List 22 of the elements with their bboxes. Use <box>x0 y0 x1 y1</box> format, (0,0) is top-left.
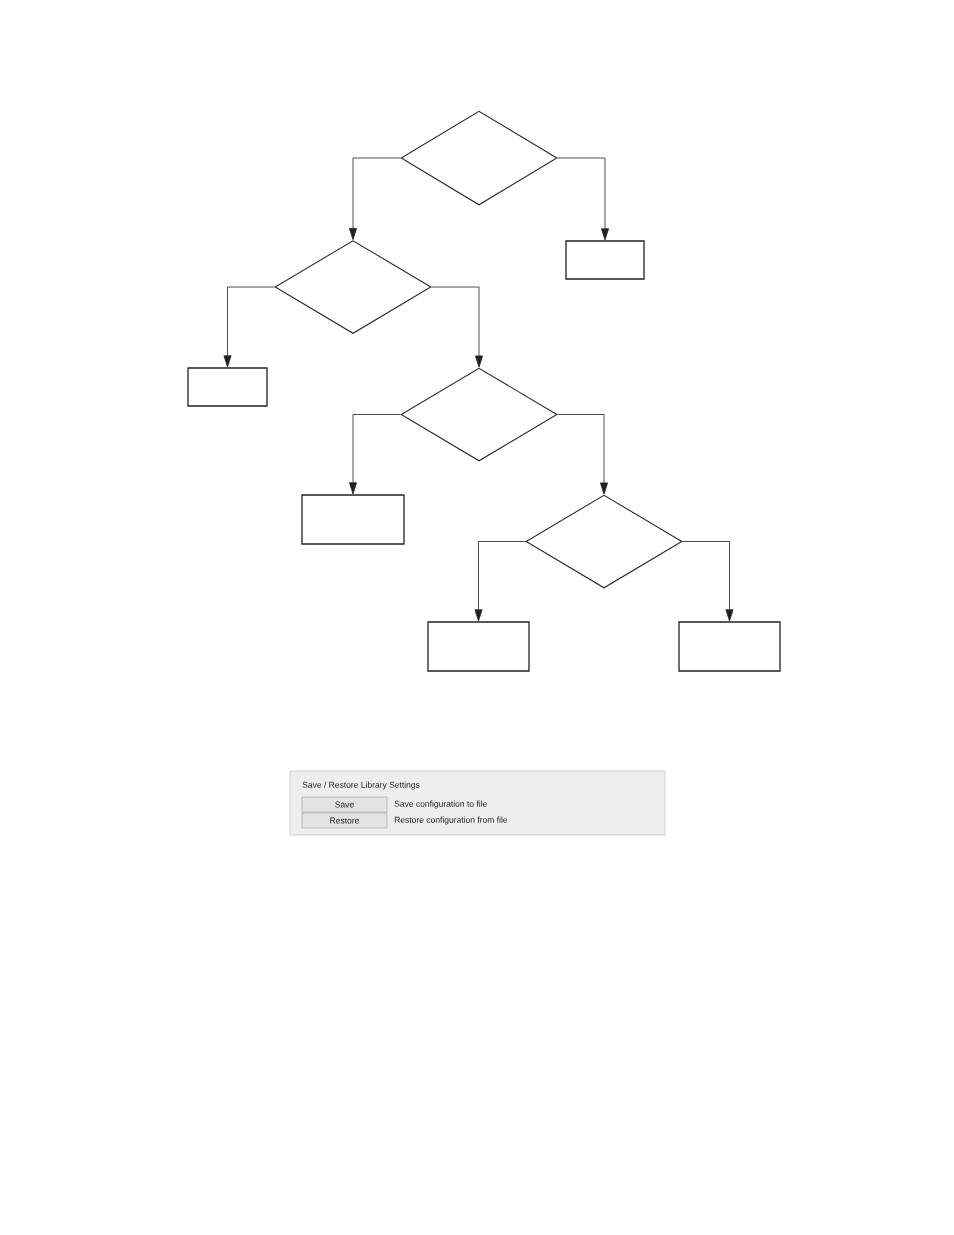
process-box <box>565 240 645 280</box>
button: Restore <box>301 812 388 829</box>
process-box <box>678 621 781 672</box>
description-text: Save configuration to file <box>394 800 487 809</box>
process-box <box>301 494 405 545</box>
panel-heading: Save / Restore Library Settings <box>302 781 420 790</box>
process-box <box>187 367 268 407</box>
arrow <box>557 414 608 495</box>
process-box <box>427 621 530 672</box>
arrow <box>223 286 275 368</box>
arrow <box>349 157 401 241</box>
arrow <box>349 414 401 495</box>
decision-diamond <box>400 110 558 206</box>
arrow <box>474 541 526 622</box>
arrow <box>682 541 734 622</box>
decision-diamond <box>274 240 432 334</box>
arrow <box>557 157 609 241</box>
description-text: Restore configuration from file <box>394 816 508 825</box>
decision-diamond <box>525 494 683 589</box>
decision-diamond <box>400 367 558 462</box>
arrow <box>431 286 483 368</box>
button: Save <box>301 796 388 813</box>
